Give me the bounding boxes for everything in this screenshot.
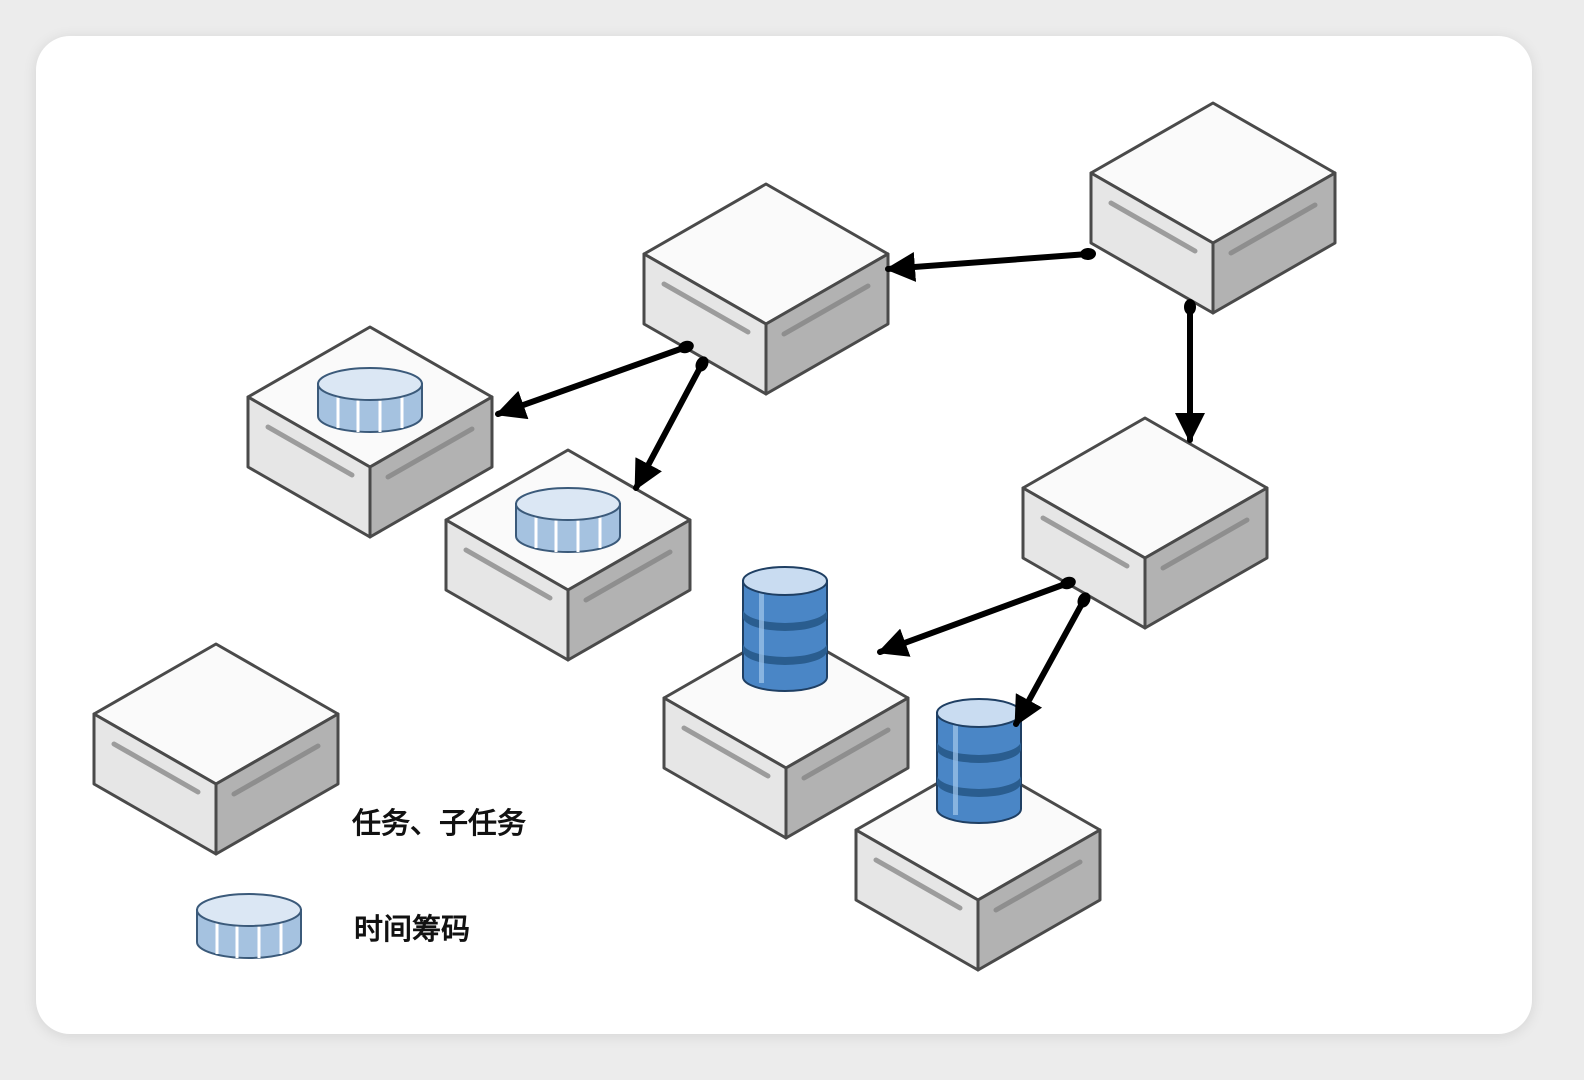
database-icon bbox=[742, 566, 828, 692]
arrow bbox=[633, 361, 705, 491]
task-box bbox=[1091, 103, 1335, 313]
database-icon bbox=[936, 698, 1022, 824]
arrow-tails bbox=[678, 247, 1196, 608]
task-box bbox=[1023, 418, 1267, 628]
diagram-canvas: 任务、子任务 时间筹码 bbox=[36, 36, 1532, 1034]
time-token bbox=[316, 366, 424, 434]
arrows bbox=[495, 251, 1205, 727]
arrow bbox=[877, 580, 1071, 657]
arrow bbox=[885, 251, 1091, 282]
arrow bbox=[495, 344, 689, 420]
legend-task-label: 任务、子任务 bbox=[351, 806, 526, 840]
legend-token-label: 时间筹码 bbox=[354, 912, 470, 946]
time-token bbox=[514, 486, 622, 554]
task-token-diagram: 任务、子任务 时间筹码 bbox=[36, 36, 1532, 1034]
subtask-box bbox=[446, 450, 690, 660]
task-box bbox=[644, 184, 888, 394]
legend-task-box bbox=[94, 644, 338, 854]
arrow bbox=[1013, 597, 1087, 727]
legend-time-token bbox=[195, 892, 303, 960]
